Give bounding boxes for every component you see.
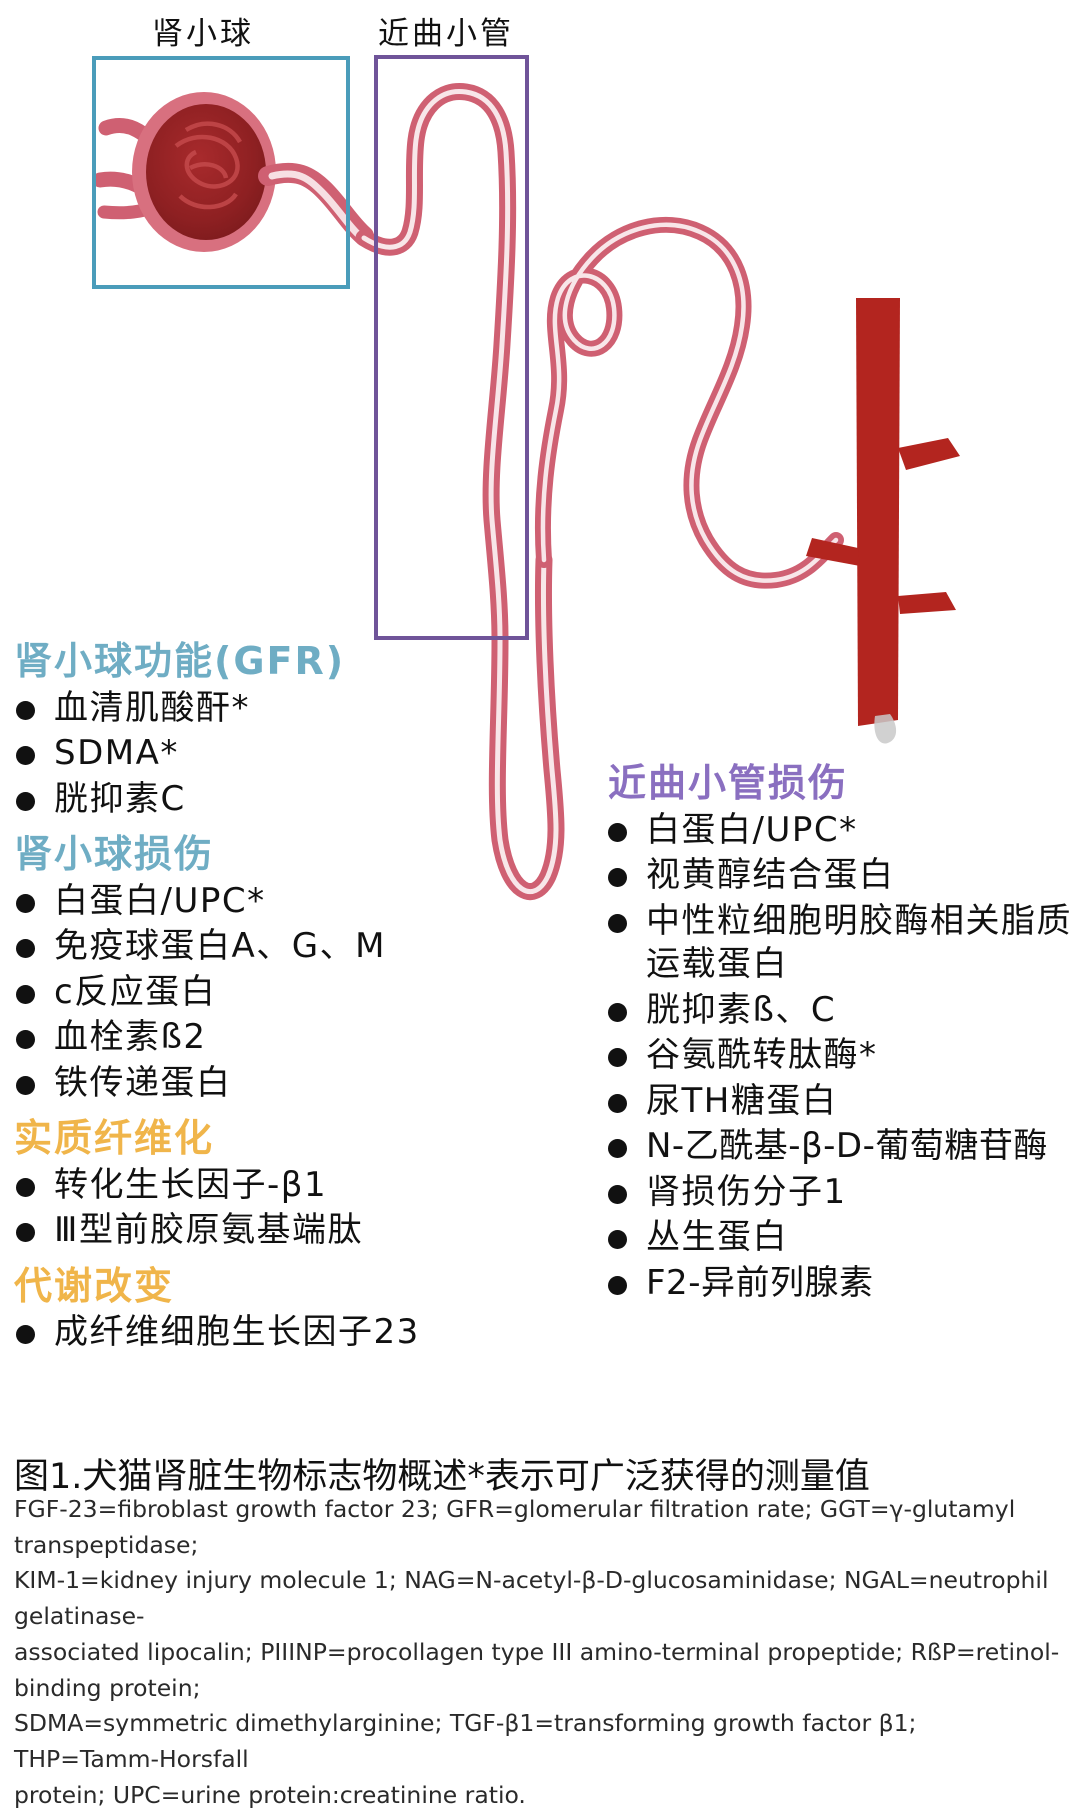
biomarker-list-pct-injury: 白蛋白/UPC* 视黄醇结合蛋白 中性粒细胞明胶酶相关脂质运载蛋白 胱抑素ß、C… [602,809,1080,1306]
biomarker-list-glomerular-function: 血清肌酸酐* SDMA* 胱抑素C [8,687,568,822]
list-item: 胱抑素C [8,778,568,822]
footnote-line: protein; UPC=urine protein:creatinine ra… [14,1780,526,1809]
right-biomarker-column: 近曲小管损伤 白蛋白/UPC* 视黄醇结合蛋白 中性粒细胞明胶酶相关脂质运载蛋白… [602,762,1080,1315]
list-item: 成纤维细胞生长因子23 [8,1311,568,1355]
biomarker-list-glomerular-injury: 白蛋白/UPC* 免疫球蛋白A、G、M c反应蛋白 血栓素ß2 铁传递蛋白 [8,880,568,1106]
list-item: 丛生蛋白 [602,1216,1080,1260]
list-item: 视黄醇结合蛋白 [602,854,1080,898]
glomerulus-highlight-box [92,56,350,289]
list-item: 谷氨酰转肽酶* [602,1034,1080,1078]
list-item: N-乙酰基-β-D-葡萄糖苷酶 [602,1125,1080,1169]
anatomy-label-glomerulus: 肾小球 [152,16,254,52]
section-heading-pct-injury: 近曲小管损伤 [608,761,849,805]
list-item: 血清肌酸酐* [8,687,568,731]
list-item: 中性粒细胞明胶酶相关脂质运载蛋白 [602,900,1080,987]
renal-vessel-graphic [806,298,960,744]
list-item: 血栓素ß2 [8,1016,568,1060]
list-item: 肾损伤分子1 [602,1171,1080,1215]
list-item: F2-异前列腺素 [602,1262,1080,1306]
footnote-line: FGF-23=fibroblast growth factor 23; GFR=… [14,1495,1016,1559]
list-item: c反应蛋白 [8,971,568,1015]
list-item: 胱抑素ß、C [602,989,1080,1033]
anatomy-label-proximal-convoluted-tubule: 近曲小管 [378,16,514,52]
footnote-line: KIM-1=kidney injury molecule 1; NAG=N-ac… [14,1566,1049,1631]
biomarker-list-parenchymal-fibrosis: 转化生长因子-β1 Ⅲ型前胶原氨基端肽 [8,1164,568,1253]
section-heading-glomerular-injury: 肾小球损伤 [14,832,215,877]
section-heading-glomerular-function: 肾小球功能(GFR) [14,639,346,683]
list-item: 转化生长因子-β1 [8,1164,568,1208]
footnote-line: SDMA=symmetric dimethylarginine; TGF-β1=… [14,1709,917,1774]
abbreviation-footnote: FGF-23=fibroblast growth factor 23; GFR=… [14,1492,1064,1813]
section-heading-metabolic-change: 代谢改变 [14,1263,175,1308]
pct-highlight-box [374,55,529,640]
list-item: SDMA* [8,732,568,776]
list-item: 尿TH糖蛋白 [602,1080,1080,1124]
section-heading-parenchymal-fibrosis: 实质纤维化 [14,1116,215,1161]
left-biomarker-column: 肾小球功能(GFR) 血清肌酸酐* SDMA* 胱抑素C 肾小球损伤 白蛋白/U… [8,632,568,1367]
figure-caption: 图1.犬猫肾脏生物标志物概述*表示可广泛获得的测量值 [14,1457,870,1497]
biomarker-list-metabolic-change: 成纤维细胞生长因子23 [8,1311,568,1355]
list-item: Ⅲ型前胶原氨基端肽 [8,1209,568,1253]
footnote-line: associated lipocalin; PIIINP=procollagen… [14,1637,1060,1702]
list-item: 铁传递蛋白 [8,1062,568,1106]
list-item: 白蛋白/UPC* [602,809,1080,853]
list-item: 免疫球蛋白A、G、M [8,925,568,969]
list-item: 白蛋白/UPC* [8,880,568,924]
